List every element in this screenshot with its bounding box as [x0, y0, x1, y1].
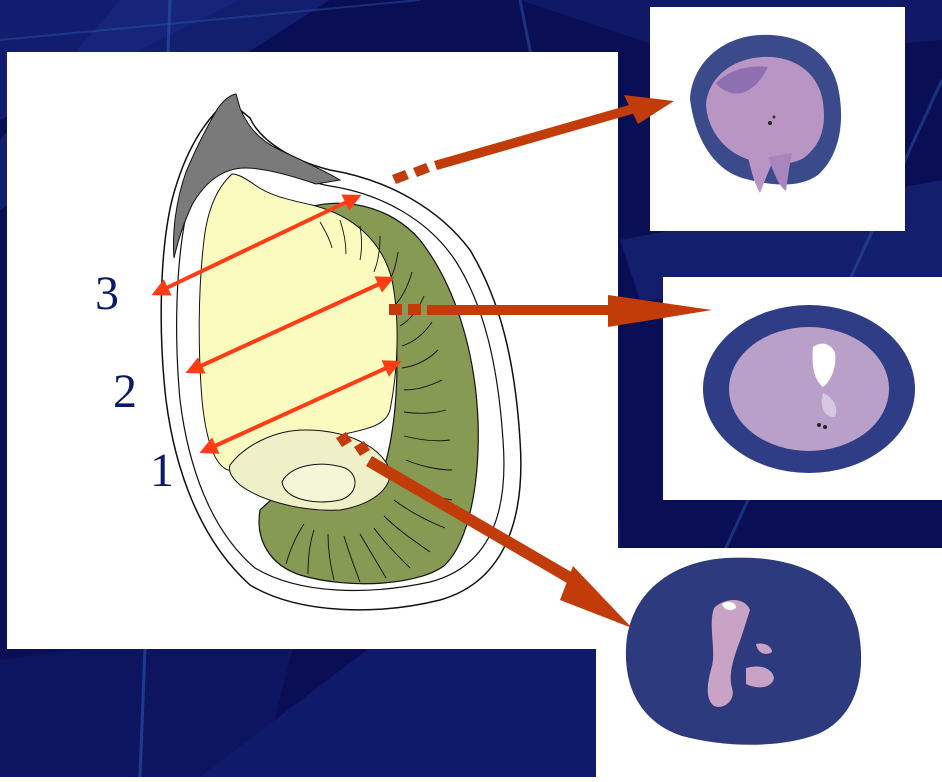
- cross-section-middle-panel: [663, 277, 942, 500]
- cross-section-top-image: [650, 7, 905, 231]
- plane-label-2: 2: [113, 368, 137, 416]
- cross-section-middle-image: [663, 277, 942, 500]
- cross-section-bottom-panel: [596, 548, 942, 777]
- cross-section-top-panel: [650, 7, 905, 231]
- grain-longitudinal-diagram: [7, 52, 618, 649]
- plane-label-1: 1: [150, 447, 174, 495]
- grain-diagram-panel: [7, 52, 618, 649]
- plane-label-3: 3: [95, 270, 119, 318]
- cross-section-bottom-image: [596, 548, 942, 777]
